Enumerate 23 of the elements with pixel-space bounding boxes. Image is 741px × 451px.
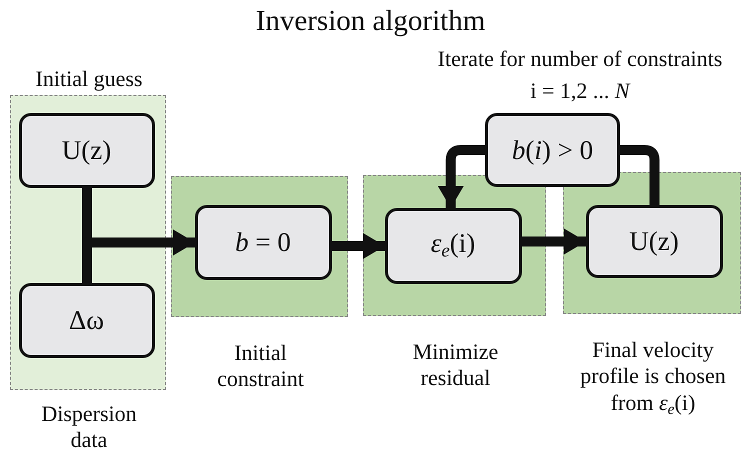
box-label: U(z) (62, 134, 112, 166)
arrow (522, 228, 586, 254)
arrow (438, 145, 485, 208)
panel-heading: Initial guess (34, 66, 144, 92)
process-box (194, 204, 332, 280)
process-box (18, 112, 154, 188)
box-label: ε$_{e}$(i) (430, 228, 476, 263)
arrow (332, 233, 385, 259)
note-text: Iterate for number of constraints (436, 46, 724, 72)
box-label: U(z) (629, 226, 679, 256)
box-label: Δω (68, 304, 104, 336)
process-box (586, 204, 722, 278)
process-box (384, 208, 522, 284)
box-label: b = 0 (235, 226, 291, 258)
process-box (485, 113, 620, 187)
caption-text: Initial constraint (216, 340, 305, 393)
note-text: i = 1,2 ... N (529, 78, 632, 104)
caption-text: Minimize residual (412, 339, 500, 392)
caption-text: Dispersion data (40, 401, 138, 451)
process-box (18, 282, 154, 358)
diagram-title: Inversion algorithm (254, 4, 486, 39)
caption-text: Final velocity profile is chosen from ε$_{e}$(i) (579, 337, 727, 420)
box-label: b(i) > 0 (512, 134, 594, 166)
